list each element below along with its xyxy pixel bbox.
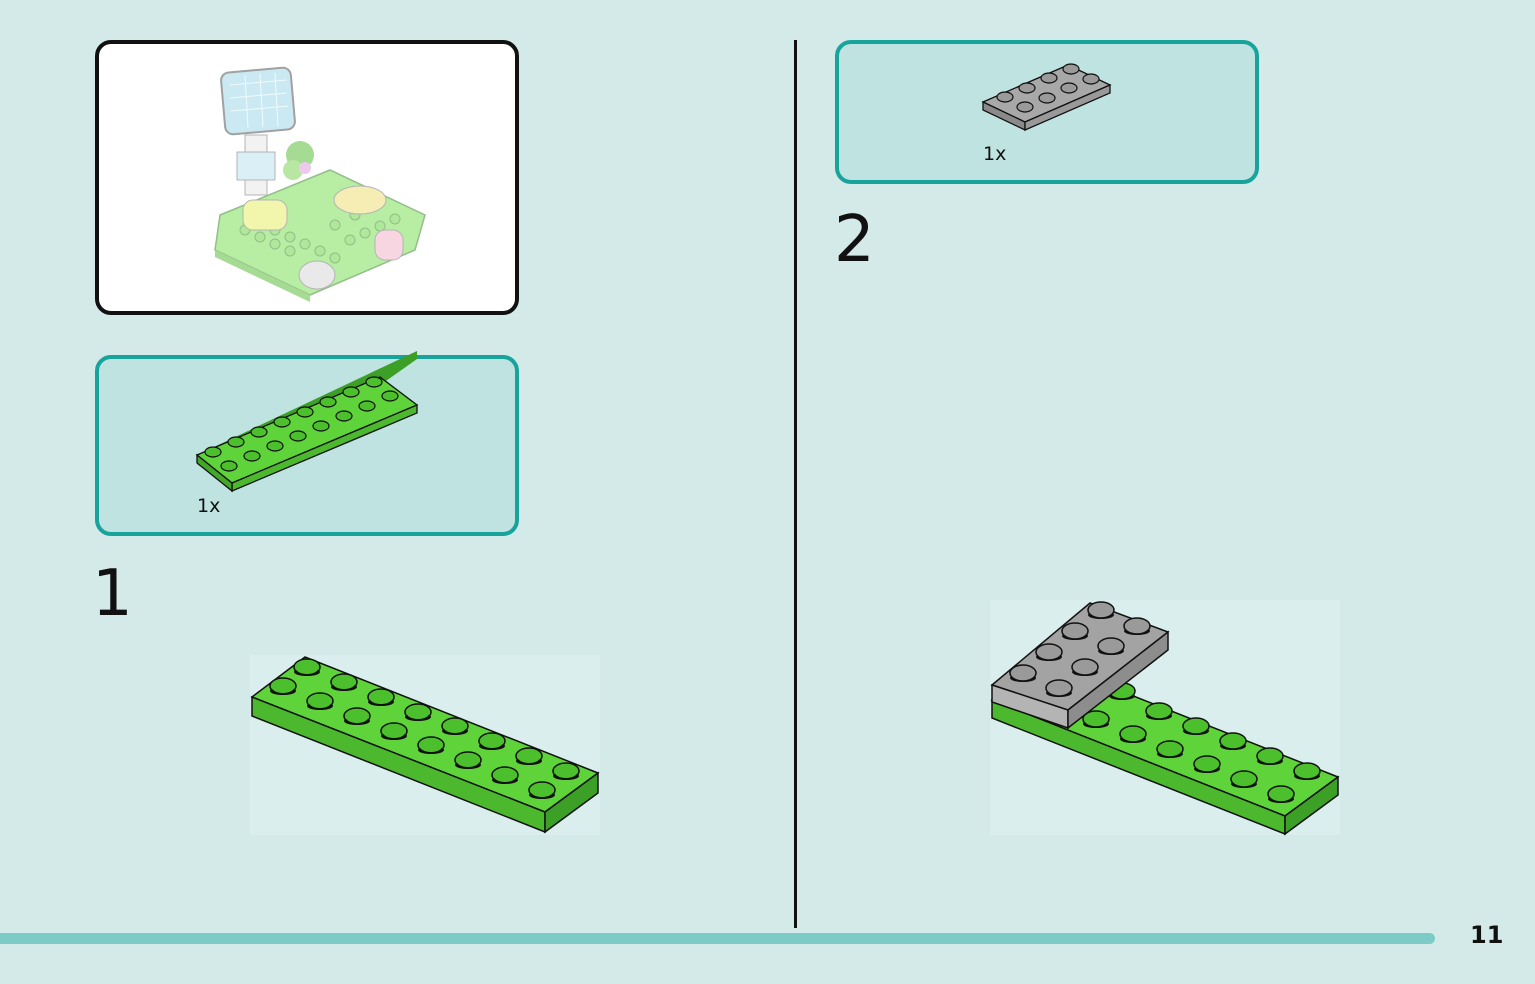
gray-plate-2x4-icon — [981, 63, 1112, 132]
step-2-parts-box: 1x — [835, 40, 1259, 184]
step-1-parts-box: 1x — [95, 351, 519, 536]
step-1-number: 1 — [92, 557, 133, 631]
page-number: 11 — [1470, 921, 1504, 949]
model-preview-box — [95, 40, 519, 315]
page-footer-bar — [0, 933, 1435, 944]
step-2-part-quantity: 1x — [983, 143, 1007, 165]
step-2-number: 2 — [834, 203, 875, 277]
completed-model-preview-icon — [214, 66, 426, 302]
page-divider — [794, 40, 797, 928]
green-plate-2x8-icon — [195, 351, 419, 493]
step-1-part-quantity: 1x — [197, 495, 221, 517]
